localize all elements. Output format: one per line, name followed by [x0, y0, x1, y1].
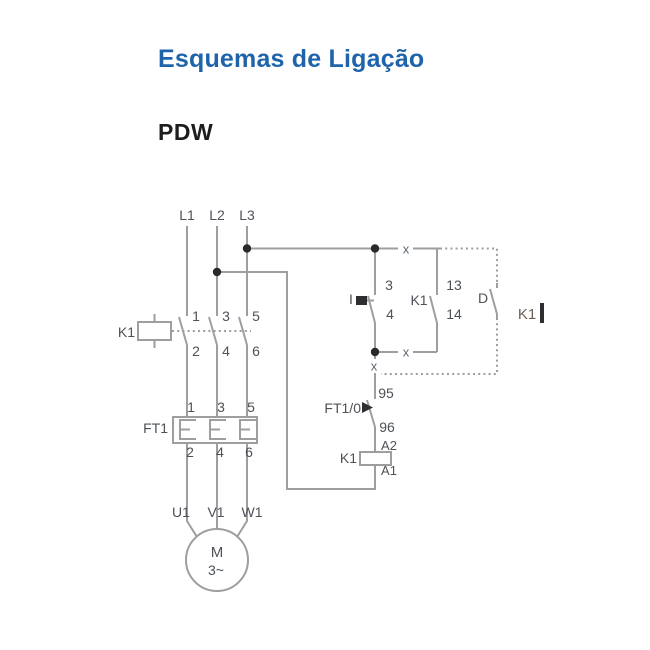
terminal-label: 13	[446, 277, 462, 293]
junction-dot	[370, 347, 380, 357]
phase-label-l1: L1	[179, 207, 195, 223]
terminal-label: 14	[446, 306, 462, 322]
contactor-coil-symbol	[359, 451, 392, 466]
control-circuit: x x x I 3 4 K1 13 14 D K1 95 FT1/0 96 A2	[212, 242, 544, 490]
terminal-label: A2	[381, 438, 397, 453]
remote-dashed-lines	[381, 247, 498, 375]
overload-trip-arrow-icon	[362, 402, 373, 413]
terminal-label: 1	[187, 399, 195, 415]
main-contactor-label: K1	[118, 324, 135, 340]
terminal-mark-mask	[398, 242, 413, 255]
motor-symbol	[185, 528, 249, 592]
motor-terminal-label: V1	[207, 504, 224, 520]
terminal-mark: x	[403, 345, 410, 360]
terminal-mark: x	[371, 359, 378, 374]
terminal-label: 5	[247, 399, 255, 415]
terminal-label: 96	[379, 419, 395, 435]
push-button-actuator-icon	[356, 296, 367, 305]
motor-terminal-label: U1	[172, 504, 190, 520]
phase-label-l3: L3	[239, 207, 255, 223]
product-name: PDW	[158, 119, 214, 145]
terminal-label: 1	[192, 308, 200, 324]
remote-button-label: D	[478, 290, 488, 306]
remote-ref-label: K1	[518, 306, 536, 323]
terminal-mark-mask	[398, 346, 413, 359]
terminal-label: 5	[252, 308, 260, 324]
start-button-label: I	[349, 291, 353, 307]
terminal-label: 6	[245, 444, 253, 460]
terminal-label: 4	[222, 343, 230, 359]
terminal-label: 95	[378, 385, 394, 401]
overload-contact-label: FT1/0	[324, 400, 361, 416]
seal-in-contact-label: K1	[410, 292, 427, 308]
control-lines	[217, 247, 498, 490]
terminal-label: 4	[216, 444, 224, 460]
overload-relay-label: FT1	[143, 420, 168, 436]
motor-terminal-label: W1	[242, 504, 263, 520]
terminal-label: 3	[385, 277, 393, 293]
terminal-mark: x	[403, 242, 410, 257]
remote-ref-bar	[540, 303, 544, 323]
junction-dot	[370, 244, 380, 253]
terminal-label: 2	[192, 343, 200, 359]
junction-dot	[212, 267, 222, 277]
junction-dot	[242, 244, 252, 253]
phase-label-l2: L2	[209, 207, 225, 223]
power-circuit: L1 L2 L3 K1 1 3 5 2 4 6 FT1 1 3 5 2 4 6	[118, 207, 263, 592]
coil-label: K1	[340, 450, 357, 466]
terminal-mark-mask	[366, 359, 381, 373]
terminal-label: 2	[186, 444, 194, 460]
terminal-label: 3	[222, 308, 230, 324]
overload-elements	[179, 419, 256, 440]
terminal-label: 6	[252, 343, 260, 359]
terminal-label: 3	[217, 399, 225, 415]
motor-letter: M	[211, 544, 224, 561]
contactor-operator-symbol	[137, 321, 172, 341]
page-title: Esquemas de Ligação	[158, 45, 425, 73]
motor-phase-count: 3~	[208, 562, 224, 578]
terminal-label: A1	[381, 463, 397, 478]
terminal-label: 4	[386, 306, 394, 322]
